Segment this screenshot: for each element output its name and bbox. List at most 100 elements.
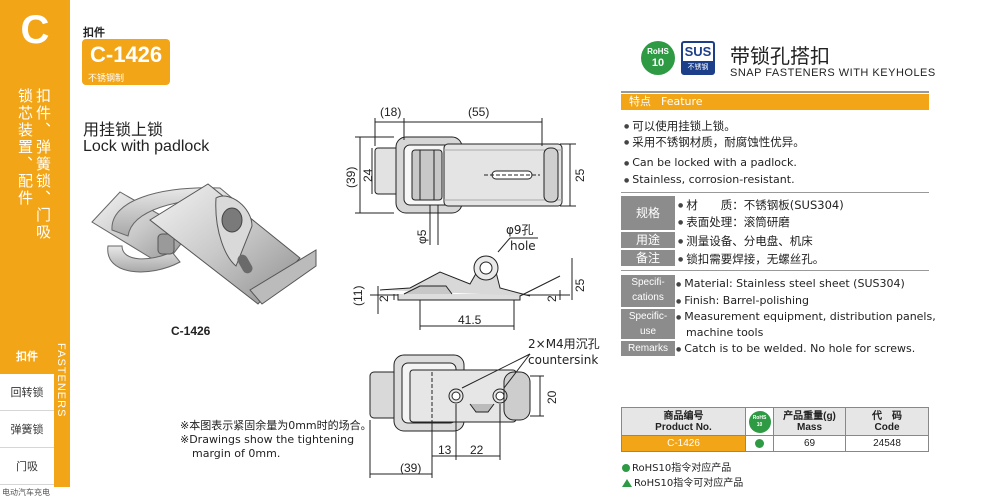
sidebar-strip: FASTENERS (54, 337, 70, 487)
cell-code: 24548 (845, 435, 929, 452)
triangle-icon (622, 479, 632, 487)
th-mass: 产品重量(g) Mass (773, 407, 846, 436)
th-mass-cn: 产品重量(g) (783, 410, 836, 422)
use-label: 用途 (621, 232, 675, 248)
th-code-cn: 代 码 (872, 410, 902, 422)
sidebar-category-2: 锁芯装置、配件 (16, 88, 34, 207)
product-table: 商品编号 Product No. RoHS 10 产品重量(g) Mass 代 … (621, 407, 929, 452)
side-view-drawing (370, 237, 573, 330)
sidebar-footer: 电动汽车充电 (2, 488, 50, 497)
rohs-icon-text: RoHS (647, 47, 669, 56)
usage-title-cn: 用挂锁上锁 (83, 120, 164, 139)
dim-2-left: 2 (377, 295, 391, 302)
rohs-compliant-icon (755, 438, 764, 448)
en-use-label-1: Specific- (628, 311, 668, 322)
th-product-no-cn: 商品编号 (663, 410, 704, 422)
en-spec-label-2: cations (632, 292, 664, 303)
remark-label: 备注 (621, 250, 675, 266)
sus-icon-subtext: 不锈钢 (683, 61, 713, 73)
sus-icon-text: SUS (684, 44, 712, 59)
dim-13: 13 (438, 443, 452, 457)
dim-39-bottom: (39) (400, 461, 421, 475)
en-use-label-2: use (639, 326, 657, 337)
en-spec-material: Material: Stainless steel sheet (SUS304) (676, 277, 905, 290)
feature-en-2: Stainless, corrosion-resistant. (624, 173, 794, 186)
hole-label-en: hole (510, 239, 536, 253)
circle-icon (622, 464, 630, 472)
product-photo (91, 183, 317, 305)
th-rohs: RoHS 10 (745, 407, 774, 436)
en-remarks: Catch is to be welded. No hole for screw… (676, 342, 915, 355)
sidebar-item-rotary-lock[interactable]: 回转锁 (0, 374, 54, 411)
th-product-no-en: Product No. (655, 421, 712, 433)
sidebar-item-door-stopper[interactable]: 门吸 (0, 448, 54, 485)
legend-available-text: RoHS10指令可对应产品 (634, 478, 744, 489)
product-title-cn: 带锁孔搭扣 (730, 44, 830, 68)
note-line-en-2: margin of 0mm. (192, 447, 281, 460)
legend-available: RoHS10指令可对应产品 (622, 474, 743, 489)
remark-cn: 锁扣需要焊接，无螺丝孔。 (678, 251, 824, 267)
category-label: 扣件 (83, 26, 105, 39)
dim-55: (55) (468, 105, 489, 119)
legend-compliant-text: RoHS10指令对应产品 (632, 463, 732, 474)
table-header: 商品编号 Product No. RoHS 10 产品重量(g) Mass 代 … (621, 407, 929, 436)
photo-label: C-1426 (171, 324, 211, 338)
sidebar-strip-label: FASTENERS (55, 343, 67, 418)
dim-20: 20 (545, 390, 559, 404)
th-code-en: Code (874, 421, 900, 433)
cell-product-no: C-1426 (621, 435, 746, 452)
dim-18: (18) (380, 105, 401, 119)
note-line-en-1: ※Drawings show the tightening (180, 433, 355, 446)
spec-label: 规格 (621, 196, 675, 230)
note-line-cn: ※本图表示紧固余量为0mm时的场合。 (180, 419, 372, 432)
rohs-icon: RoHS 10 (641, 41, 675, 75)
feature-cn-2: 采用不锈钢材质，耐腐蚀性优异。 (624, 134, 805, 150)
usage-title-en: Lock with padlock (83, 138, 210, 155)
rohs-icon: RoHS 10 (748, 410, 771, 433)
bottom-view-drawing (369, 353, 544, 478)
feature-header-en: Feature (661, 95, 703, 108)
en-use-1: Measurement equipment, distribution pane… (676, 310, 935, 323)
th-product-no: 商品编号 Product No. (621, 407, 746, 436)
panel-divider-en (621, 270, 929, 271)
sidebar-item-fasteners[interactable]: 扣件 (0, 337, 54, 374)
rohs-icon-number: 10 (651, 57, 665, 69)
countersink-label-en: countersink (528, 353, 598, 367)
th-code: 代 码 Code (845, 407, 929, 436)
en-spec-finish: Finish: Barrel-polishing (676, 294, 809, 307)
dim-25-top: 25 (573, 168, 587, 182)
spec-finish-cn: 表面处理：滚筒研磨 (678, 214, 790, 230)
section-letter: C (20, 8, 50, 52)
product-title-en: SNAP FASTENERS WITH KEYHOLES (730, 67, 936, 79)
feature-cn-1: 可以使用挂锁上锁。 (624, 118, 736, 134)
spec-material-cn: 材 质：不锈钢板(SUS304) (678, 197, 843, 213)
product-code: C-1426 (90, 42, 163, 67)
feature-header-cn: 特点 (629, 95, 651, 108)
dim-2-right: 2 (545, 295, 559, 302)
dim-11: (11) (351, 286, 365, 306)
feature-en-1: Can be locked with a padlock. (624, 156, 797, 169)
sidebar-category-1: 扣件、弹簧锁、门吸 (34, 88, 52, 241)
use-cn: 测量设备、分电盘、机床 (678, 233, 813, 249)
sidebar-header: C 扣件、弹簧锁、门吸 锁芯装置、配件 (0, 0, 70, 337)
product-code-badge: C-1426 不锈钢制 (82, 39, 170, 85)
dim-24: 24 (361, 168, 375, 182)
dim-phi5: φ5 (415, 229, 429, 244)
en-remarks-label: Remarks (621, 341, 675, 356)
countersink-label-cn: 2×M4用沉孔 (528, 337, 600, 351)
th-mass-en: Mass (796, 421, 822, 433)
dim-41-5: 41.5 (458, 313, 482, 327)
rohs-mini-number: 10 (756, 421, 763, 428)
drawing-note: ※本图表示紧固余量为0mm时的场合。 ※Drawings show the ti… (180, 419, 372, 461)
panel-divider-spec (621, 192, 929, 193)
panel-divider-top (621, 91, 929, 93)
en-spec-label-1: Specifi- (631, 277, 665, 288)
en-spec-label: Specifi- cations (621, 275, 675, 307)
dim-25-side: 25 (573, 278, 587, 292)
table-row: C-1426 69 24548 (621, 435, 929, 452)
dim-22: 22 (470, 443, 484, 457)
cell-mass: 69 (773, 435, 846, 452)
feature-header: 特点 Feature (621, 94, 929, 110)
sidebar-item-spring-lock[interactable]: 弹簧锁 (0, 411, 54, 448)
